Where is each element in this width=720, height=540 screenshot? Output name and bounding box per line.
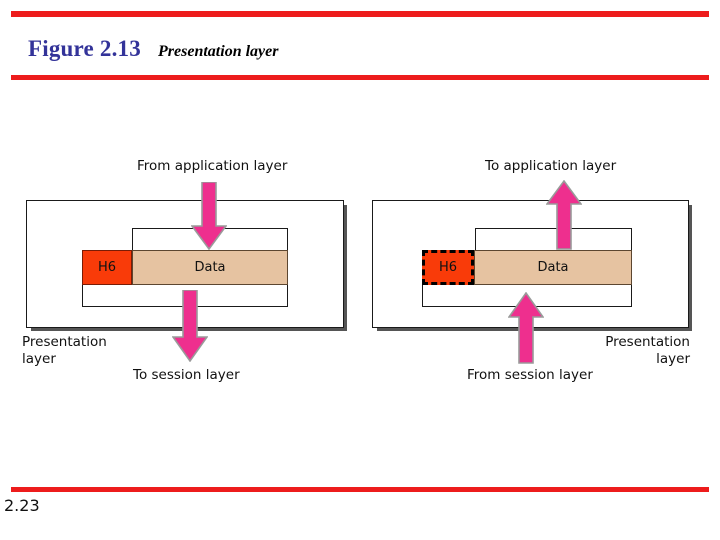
label-from-session-layer: From session layer — [467, 367, 593, 383]
label-presentation-layer-right: Presentation layer — [605, 334, 690, 367]
upper-bracket-right — [475, 228, 632, 250]
figure-title-caption: Presentation layer — [158, 43, 279, 60]
label-to-session-layer: To session layer — [133, 367, 240, 383]
label-to-application-layer: To application layer — [485, 158, 617, 174]
page-number: 2.23 — [4, 496, 40, 515]
header-block-h6-left: H6 — [82, 250, 132, 285]
header-block-h6-right: H6 — [422, 250, 474, 285]
arrow-from-session-layer — [508, 292, 544, 364]
bottom-red-rule — [11, 487, 709, 492]
arrow-to-session-layer — [172, 290, 208, 362]
top-red-rule — [11, 11, 709, 17]
arrow-to-application-layer — [546, 180, 582, 250]
figure-title-number: Figure 2.13 — [28, 36, 141, 61]
arrow-from-application-layer — [191, 182, 227, 250]
pdu-row-right: H6 Data — [422, 250, 632, 285]
pdu-row-left: H6 Data — [82, 250, 288, 285]
label-from-application-layer: From application layer — [137, 158, 288, 174]
label-presentation-layer-left: Presentation layer — [22, 334, 107, 367]
data-block-right: Data — [474, 250, 632, 285]
data-block-left: Data — [132, 250, 288, 285]
figure-title: Figure 2.13 Presentation layer — [28, 36, 278, 62]
middle-red-rule — [11, 75, 709, 80]
